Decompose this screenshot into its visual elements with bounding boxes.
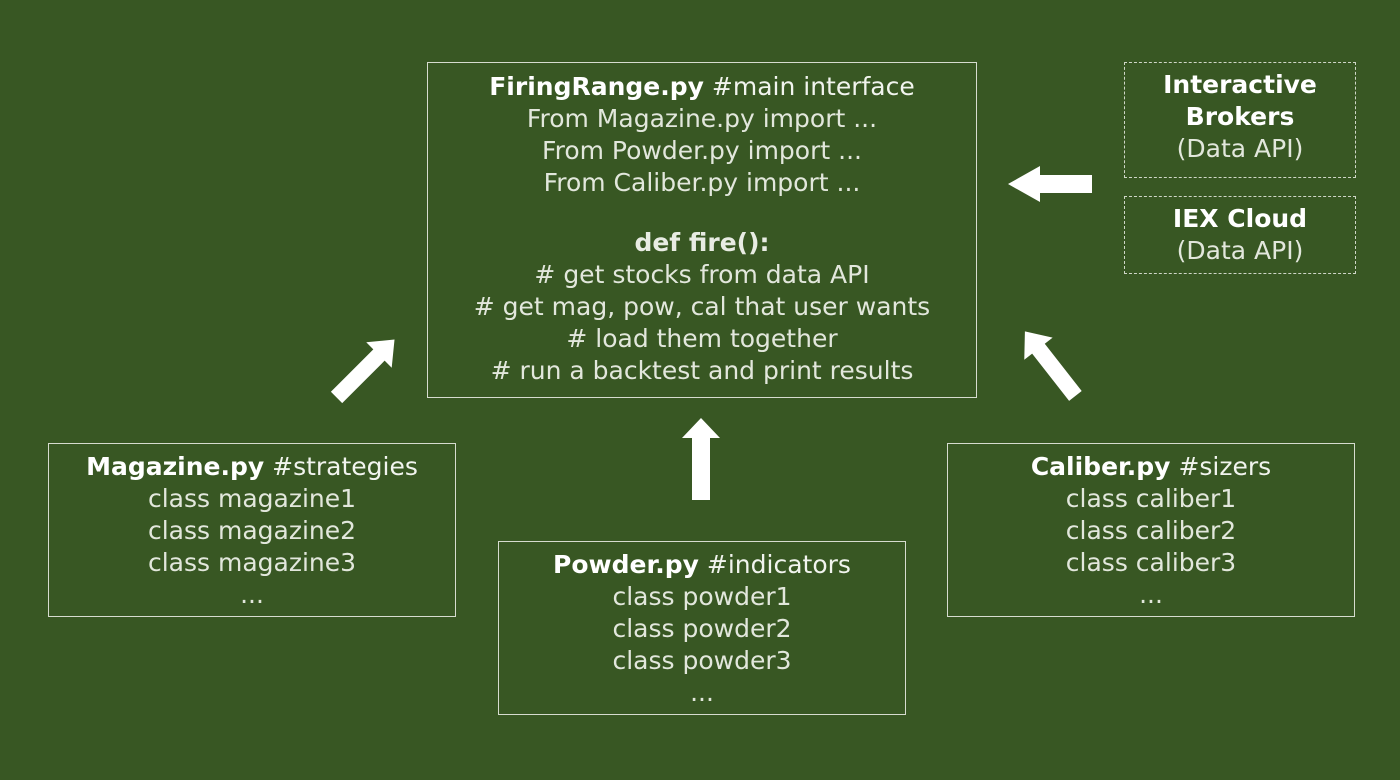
caliber-class-line: class caliber1 [1065,484,1237,513]
arrow-up-left-icon [1024,331,1082,401]
firing-range-box: FiringRange.py #main interface From Maga… [427,62,977,398]
magazine-comment: #strategies [272,452,418,481]
magazine-box: Magazine.py #strategies class magazine1 … [48,443,456,617]
powder-filename: Powder.py [553,550,699,579]
powder-class-line: class powder1 [612,582,792,611]
magazine-title: Magazine.py #strategies [49,451,455,483]
arrow-left-icon [1008,166,1092,202]
caliber-filename: Caliber.py [1030,452,1171,481]
iex-cloud-sub: (Data API) [1176,236,1304,265]
magazine-class-line: class magazine1 [147,484,357,513]
import-line: From Caliber.py import ... [543,168,861,197]
caliber-class-line: class caliber3 [1065,548,1237,577]
code-comment-line: # load them together [566,324,838,353]
caliber-class-line: class caliber2 [1065,516,1237,545]
caliber-box: Caliber.py #sizers class caliber1 class … [947,443,1355,617]
arrow-up-icon [682,418,720,500]
powder-class-line: class powder3 [612,646,792,675]
interactive-brokers-name: Brokers [1185,102,1295,131]
magazine-class-line: class magazine3 [147,548,357,577]
code-comment-line: # run a backtest and print results [490,356,914,385]
import-line: From Magazine.py import ... [526,104,878,133]
interactive-brokers-name: Interactive [1163,70,1317,99]
def-line: def fire(): [634,228,770,257]
magazine-filename: Magazine.py [86,452,265,481]
iex-cloud-box: IEX Cloud (Data API) [1124,196,1356,274]
firing-range-comment: #main interface [711,72,915,101]
magazine-class-line: class magazine2 [147,516,357,545]
firing-range-filename: FiringRange.py [489,72,704,101]
powder-class-line: class powder2 [612,614,792,643]
caliber-title: Caliber.py #sizers [948,451,1354,483]
import-line: From Powder.py import ... [542,136,862,165]
firing-range-title: FiringRange.py #main interface [428,71,976,103]
powder-title: Powder.py #indicators [499,549,905,581]
interactive-brokers-sub: (Data API) [1176,134,1304,163]
powder-box: Powder.py #indicators class powder1 clas… [498,541,906,715]
code-comment-line: # get mag, pow, cal that user wants [473,292,931,321]
code-comment-line: # get stocks from data API [534,260,870,289]
caliber-comment: #sizers [1178,452,1272,481]
arrow-up-right-icon [330,339,395,404]
magazine-ellipsis: ... [240,580,264,609]
powder-ellipsis: ... [690,678,714,707]
caliber-ellipsis: ... [1139,580,1163,609]
powder-comment: #indicators [706,550,851,579]
iex-cloud-name: IEX Cloud [1172,204,1308,233]
interactive-brokers-box: Interactive Brokers (Data API) [1124,62,1356,178]
